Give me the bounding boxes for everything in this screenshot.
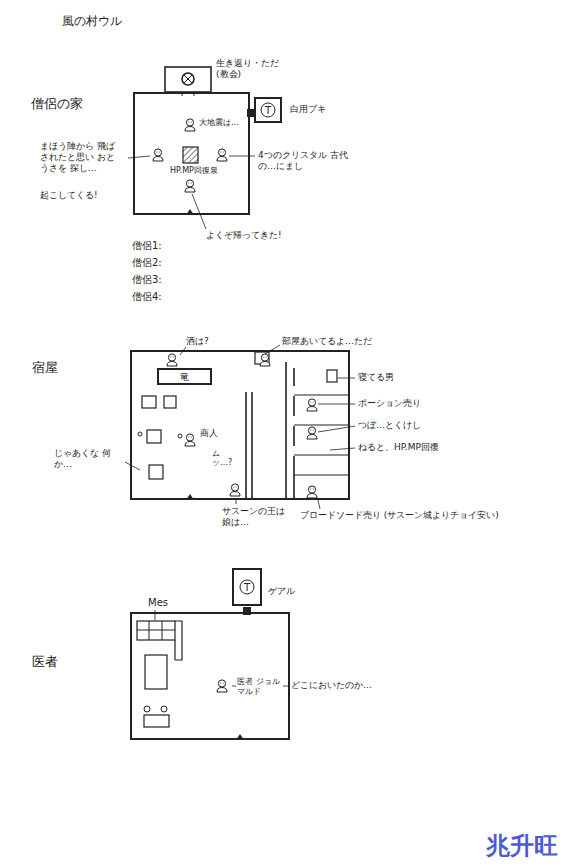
note-label: 酒は? [186, 336, 209, 347]
note-label: HP.MP回復泉 [170, 166, 218, 176]
note-label: ムッ…? [212, 450, 220, 468]
note-label: サスーンの王は 娘は… [222, 506, 294, 528]
note-label: 僧侶2: [132, 257, 162, 269]
counter-box: 竜 [157, 368, 212, 385]
node-text: 竜 [180, 371, 189, 382]
note-label: 4つのクリスタル 古代の…にまし [258, 150, 350, 172]
note-label: どこにおいたのか… [291, 680, 372, 691]
note-label: つぼ…とくけし [358, 420, 421, 431]
note-label: じゃあくな 何か… [54, 448, 124, 470]
note-label: 僧侶3: [132, 274, 162, 286]
fountain [183, 147, 198, 163]
note-label: まほう陣から 飛ばされたと思い おとうさを 探し… [40, 141, 122, 173]
note-label: ねると、HP.MP回復 [358, 442, 439, 453]
shop-box: Tゲアル [232, 568, 262, 606]
building-name: 宿屋 [32, 360, 58, 376]
note-label: 部屋あいてるよ…ただ [282, 336, 372, 347]
building-name: 医者 [32, 654, 58, 670]
watermark: 兆升旺 [486, 832, 558, 861]
note-label: 生き返り・ただ (教会) [216, 58, 284, 80]
door-marks [186, 109, 254, 740]
shop-symbol: T [240, 580, 255, 595]
building-outline: 宿屋竜 [130, 350, 350, 500]
walls [125, 67, 355, 727]
note-label: よくぞ帰ってきた! [206, 230, 282, 241]
note-label: 僧侶4: [132, 291, 162, 303]
shop-box: T白用ブキ [254, 97, 282, 123]
note-label: ブロードソード売り (サスーン城よりチョイ安い) [300, 510, 499, 521]
shop-name: 白用ブキ [290, 104, 326, 115]
note-label: ポーション売り [358, 398, 421, 409]
note-label: 商人 [200, 428, 218, 439]
building-outline: 僧侶の家 [133, 92, 250, 215]
note-label: 寝てる男 [358, 372, 394, 383]
shop-name: ゲアル [268, 586, 295, 597]
note-label: Mes [148, 597, 168, 609]
building-name: 僧侶の家 [31, 96, 83, 112]
shop-symbol: T [261, 103, 276, 118]
building-outline: 医者 [130, 612, 290, 740]
note-label: 医者 ジョルマルド [237, 677, 283, 696]
note-label: 起こしてくる! [40, 190, 98, 201]
map-title: 風の村ウル [62, 14, 122, 28]
note-label: 大地震は… [199, 118, 239, 128]
people [153, 119, 317, 692]
note-label: 僧侶1: [132, 240, 162, 252]
